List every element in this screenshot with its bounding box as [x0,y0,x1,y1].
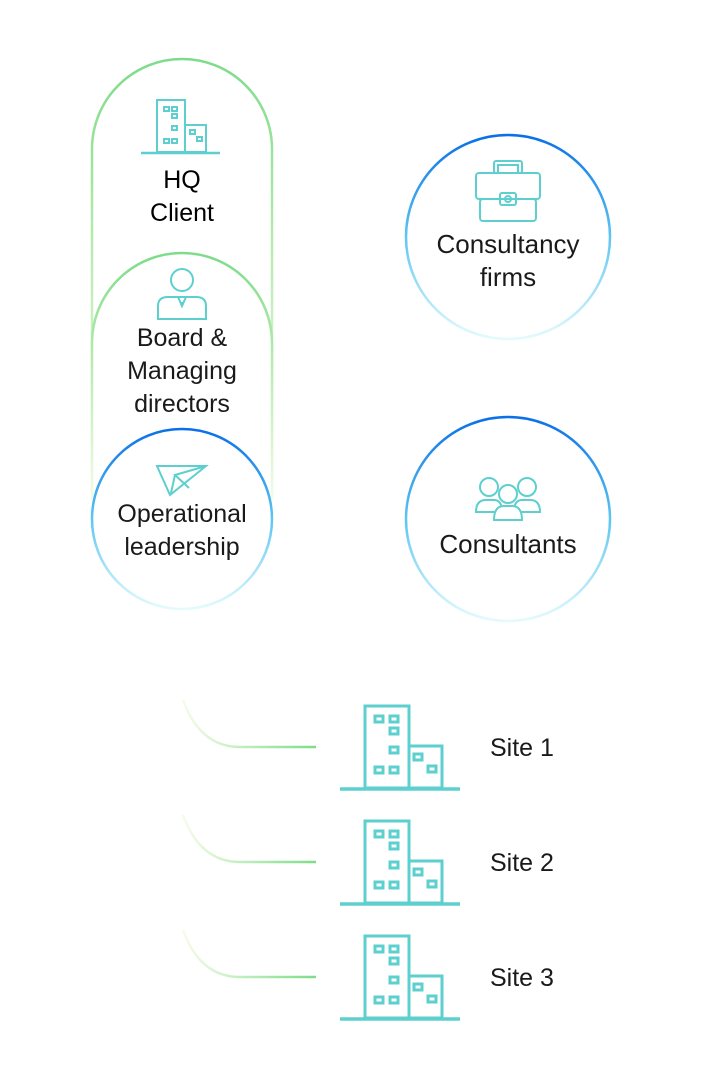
building-icon [141,99,220,155]
board-pill [90,251,274,500]
site-1-label: Site 1 [490,734,554,762]
group-icon [474,477,542,521]
consultancy-circle [404,133,612,341]
site-3-building-icon [340,934,460,1021]
consultants-label: Consultants [439,529,577,559]
hq-pill [90,57,274,490]
businessman-icon [157,268,207,320]
briefcase-icon [475,160,541,222]
operational-circle [90,427,274,611]
paper-plane-icon [155,465,209,497]
site-3-label: Site 3 [490,964,554,992]
site-2-label: Site 2 [490,849,554,877]
site-1-building-icon [340,704,460,791]
site-2-building-icon [340,819,460,906]
